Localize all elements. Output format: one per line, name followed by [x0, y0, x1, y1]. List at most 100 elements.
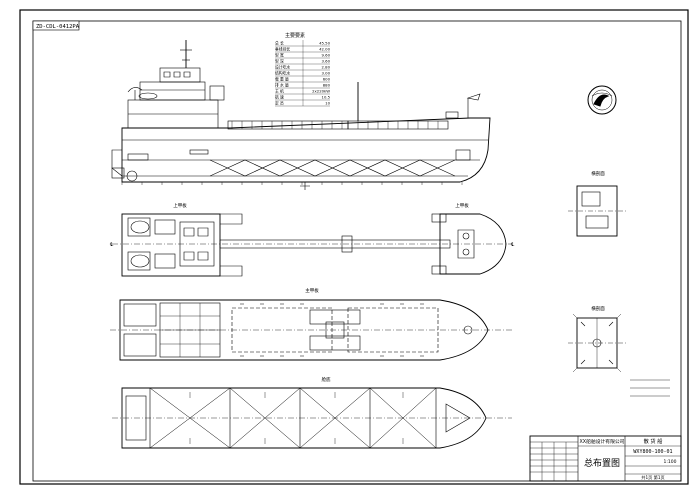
main-deck-room-aft-port — [123, 303, 157, 327]
particulars-value: 2x220kW — [312, 89, 330, 94]
upper-deck-plan: 上甲板 上甲板 ℄ ℄ — [110, 202, 515, 277]
fore-fitting-starboard — [431, 265, 447, 275]
title-block-frame — [529, 435, 682, 482]
sheet-inner-frame — [32, 20, 682, 482]
forecastle-label: 上甲板 — [455, 202, 469, 209]
hold-hull-outline — [121, 387, 487, 449]
main-deck-label: 主甲板 — [305, 287, 319, 294]
windlass-port — [462, 232, 470, 240]
bridge-wing-port — [220, 213, 243, 225]
particulars-title: 主要要素 — [285, 32, 305, 39]
main-deck-mast-house — [325, 321, 345, 339]
particulars-label: 型 深 — [275, 59, 284, 64]
center-walkway — [219, 239, 451, 249]
upper-deck-bridge — [179, 221, 215, 267]
elevation-hatch-coaming-aft — [227, 120, 349, 130]
elevation-frame-ticks — [121, 182, 463, 185]
logo-emblem — [593, 94, 610, 107]
particulars-value: 9.60 — [322, 53, 331, 58]
elevation-rudder — [111, 167, 125, 179]
main-deck-plan: 主甲板 — [110, 287, 512, 361]
main-deck-chain-pipe — [463, 325, 473, 335]
main-deck-hatch-fwd — [347, 307, 439, 353]
particulars-value: 42.00 — [319, 47, 330, 52]
title-block-scale: 1:100 — [664, 459, 677, 465]
hold-engine-room — [125, 395, 147, 441]
section-a-room — [585, 215, 609, 229]
walkway-mast-house — [341, 235, 353, 253]
elevation-view — [111, 40, 491, 190]
title-block-company: XX船舶设计有限公司 — [580, 438, 625, 445]
lifeboat-starboard — [130, 254, 150, 268]
elevation-bow-flag — [466, 93, 481, 101]
section-b-stays — [580, 321, 614, 365]
elevation-windlass — [445, 111, 459, 119]
hold-plan-label: 舱底 — [322, 376, 331, 383]
upper-deck-room — [127, 217, 151, 237]
elevation-forepeak-marking — [455, 149, 471, 161]
elevation-accommodation-upper — [139, 81, 206, 101]
notes-area — [630, 379, 670, 397]
sheet-outer-frame — [19, 9, 689, 485]
title-block: XX船舶设计有限公司 散 货 船 总布置图 WXY800-100-01 1:10… — [529, 435, 682, 482]
title-block-sheet-info: 共1页 第1页 — [641, 474, 664, 481]
revision-table-cols — [541, 442, 567, 481]
forecastle-deck — [439, 213, 507, 275]
section-a-room — [581, 191, 601, 207]
section-a-outline — [576, 185, 618, 237]
elevation-engine-room-item — [127, 153, 149, 161]
section-b-corner-marks — [572, 313, 622, 373]
windlass-starboard — [462, 248, 470, 256]
drawing-code: ZD-CDL-0412PA — [36, 24, 80, 30]
upper-deck-room — [127, 251, 151, 271]
hold-forepeak — [445, 403, 471, 433]
particulars-label: 定 员 — [275, 101, 284, 106]
hold-plan: 舱底 — [112, 376, 512, 449]
company-logo — [587, 85, 617, 115]
elevation-hull-outline — [121, 117, 491, 183]
elevation-funnel — [209, 85, 225, 101]
particulars-label: 总 长 — [275, 41, 284, 46]
elevation-propeller — [126, 170, 138, 182]
particulars-value: 45.50 — [319, 41, 330, 46]
elevation-davit — [127, 87, 143, 100]
elevation-wheelhouse-windows — [163, 71, 191, 78]
particulars-value: 10 — [325, 101, 330, 106]
elevation-hatch-stiffeners — [231, 121, 439, 129]
particulars-value: 600 — [323, 77, 331, 82]
main-deck-winch-platform — [309, 309, 361, 325]
particulars-label: 设计吃水 — [275, 65, 290, 70]
particulars-value: 3.00 — [322, 71, 331, 76]
particulars-label: 航 速 — [275, 95, 284, 100]
particulars-value: 880 — [323, 83, 331, 88]
particulars-value: 3.60 — [322, 59, 331, 64]
midship-mark — [300, 182, 310, 190]
elevation-hold-truss-cross — [209, 159, 456, 177]
section-view-b: 横剖面 — [568, 305, 628, 373]
cl-mark-aft: ℄ — [110, 242, 114, 248]
particulars-label: 排 水 量 — [275, 83, 289, 88]
fore-fitting-port — [431, 213, 447, 223]
upper-deck-label: 上甲板 — [173, 202, 187, 209]
main-particulars-table: 主要要素 总 长 45.50 垂线间长 42.00 型 宽 9.60 型 深 3.60 设计吃水… — [275, 32, 331, 107]
title-block-project: 散 货 船 — [644, 437, 663, 445]
main-deck-cabins — [160, 303, 220, 357]
section-b-label: 横剖面 — [591, 305, 605, 312]
particulars-label: 垂线间长 — [275, 47, 290, 52]
drawing-code-box — [32, 20, 80, 31]
particulars-value: 10.5 — [322, 95, 331, 100]
section-b-hub — [592, 338, 602, 348]
particulars-label: 载 重 量 — [275, 77, 289, 82]
particulars-label: 型 宽 — [275, 53, 284, 58]
main-deck-hatch-aft — [231, 307, 333, 353]
upper-deck-room — [154, 253, 176, 269]
upper-deck-fittings — [183, 227, 209, 261]
hold-tank-diagonals — [149, 387, 437, 449]
title-block-drawing-number: WXY800-100-01 — [633, 449, 672, 455]
hold-tank-marks — [189, 392, 404, 444]
hold-bulkheads — [149, 388, 437, 448]
lifeboat-port — [130, 220, 150, 234]
main-deck-winch-platform — [309, 335, 361, 351]
